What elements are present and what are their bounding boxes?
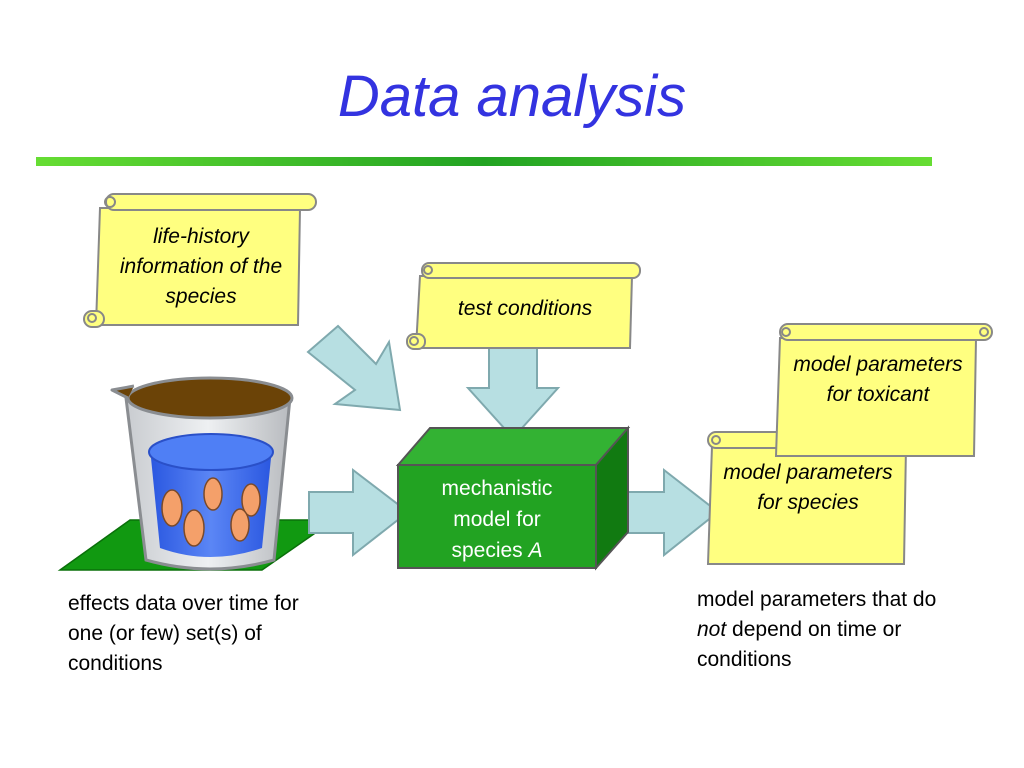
model-line-3: species A: [398, 535, 596, 566]
daphnia-icon: [161, 477, 261, 547]
caption-suffix: depend on time or conditions: [697, 618, 902, 671]
mechanistic-model-box: [395, 425, 631, 571]
arrow-to-model: [308, 467, 410, 558]
mechanistic-model-label: mechanistic model for species A: [398, 473, 596, 566]
toxicant-params-label: model parameters for toxicant: [793, 353, 963, 406]
model-line-3-prefix: species: [451, 539, 529, 562]
scroll-life-history: [83, 193, 317, 328]
species-params-label: model parameters for species: [723, 461, 893, 514]
arrow-to-species-params: [617, 467, 720, 558]
test-conditions-label: test conditions: [457, 297, 593, 320]
scroll-toxicant-params: [774, 323, 993, 457]
model-params-caption: model parameters that do not depend on t…: [697, 585, 967, 675]
scroll-test-conditions: [406, 262, 641, 350]
title-rule: [36, 157, 932, 166]
effects-caption: effects data over time for one (or few) …: [68, 592, 299, 675]
slide-title: Data analysis: [337, 64, 687, 129]
model-species-letter: A: [528, 539, 543, 562]
beaker-icon: [110, 376, 294, 571]
model-line-2: model for: [453, 508, 541, 531]
model-line-1: mechanistic: [441, 477, 553, 500]
arrow-life-history-to-model: [306, 324, 402, 412]
arrow-test-conditions-to-model: [465, 342, 561, 440]
caption-prefix: model parameters that do: [697, 588, 937, 611]
caption-not: not: [697, 618, 727, 641]
life-history-label: life-history information of the species: [119, 225, 283, 308]
